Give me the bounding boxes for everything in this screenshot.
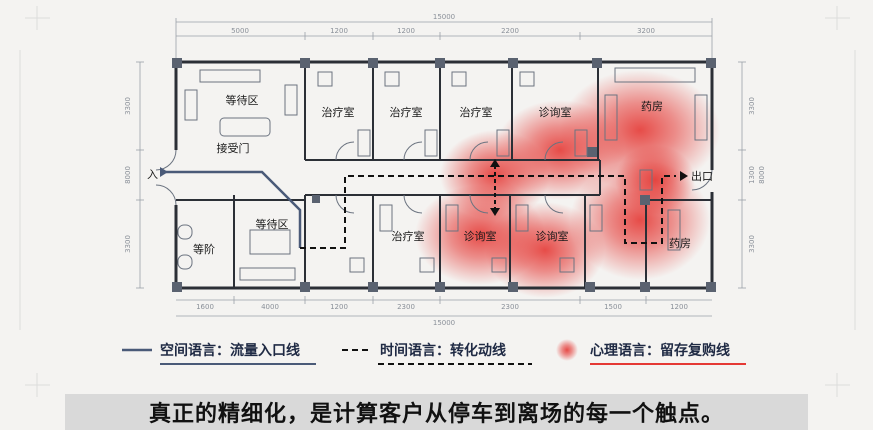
room-treatment-2: 治疗室 <box>390 105 423 119</box>
room-labels: 等待区 接受门 治疗室 治疗室 治疗室 诊询室 药房 等阶 等待区 治疗室 诊询… <box>193 93 691 256</box>
dim-bot-4: 2300 <box>397 303 415 311</box>
dim-right-1: 3300 <box>748 97 756 115</box>
dim-top-5: 3200 <box>637 27 655 35</box>
space-flow-line <box>160 170 302 248</box>
dim-right-3: 1300 <box>748 166 756 184</box>
time-route-line <box>300 175 676 249</box>
dim-bot-total: 15000 <box>433 319 455 327</box>
dim-top-1: 5000 <box>231 27 249 35</box>
arrow-down-icon <box>490 208 500 216</box>
legend-time-label: 时间语言：转化动线 <box>380 343 506 359</box>
dim-top-4: 2200 <box>501 27 519 35</box>
exit-arrow-icon <box>680 171 688 181</box>
dim-left-1: 3300 <box>124 97 132 115</box>
room-reception: 接受门 <box>217 141 250 155</box>
background-grid <box>19 6 856 397</box>
furniture <box>177 67 708 281</box>
dim-left-3: 3300 <box>124 235 132 253</box>
dim-right-2: 8000 <box>758 166 766 184</box>
room-pharmacy-top: 药房 <box>641 100 663 113</box>
dim-bot-3: 1200 <box>330 303 348 311</box>
legend-space: 空间语言：流量入口线 <box>160 336 300 364</box>
legend-psych-label: 心理语言：留存复购线 <box>590 343 730 359</box>
dimension-lines <box>136 18 746 317</box>
room-consult-bottom-1: 诊询室 <box>464 229 497 243</box>
dim-bot-7: 1200 <box>670 303 688 311</box>
heat-exit <box>615 145 695 215</box>
dim-top-2: 1200 <box>330 27 348 35</box>
doors <box>155 141 713 214</box>
room-consult-top: 诊询室 <box>539 105 572 119</box>
entrance-arrow-icon <box>160 167 168 177</box>
dim-bot-5: 2300 <box>501 303 519 311</box>
exit-label: 出口 <box>691 169 713 183</box>
pillars <box>172 58 716 292</box>
arrow-up-icon <box>490 159 500 167</box>
dim-right-4: 3300 <box>748 235 756 253</box>
dim-bot-2: 4000 <box>261 303 279 311</box>
room-restroom: 等阶 <box>193 242 215 256</box>
heat-zones <box>415 70 720 298</box>
dim-left-2: 8000 <box>124 166 132 184</box>
room-treatment-4: 治疗室 <box>392 229 425 243</box>
caption-text: 真正的精细化，是计算客户从停车到离场的每一个触点。 <box>148 402 724 427</box>
legend-time: 时间语言：转化动线 <box>380 336 506 364</box>
room-waiting-bottom: 等待区 <box>256 217 289 231</box>
room-treatment-3: 治疗室 <box>460 105 493 119</box>
legend-psych: 心理语言：留存复购线 <box>590 336 730 364</box>
room-treatment-1: 治疗室 <box>322 105 355 119</box>
caption-banner: 真正的精细化，是计算客户从停车到离场的每一个触点。 <box>65 394 808 430</box>
dim-top-total: 15000 <box>433 13 455 21</box>
dimension-labels: 15000 5000 1200 1200 2200 3200 1600 4000… <box>124 13 766 327</box>
dim-bot-1: 1600 <box>196 303 214 311</box>
dim-top-3: 1200 <box>397 27 415 35</box>
legend-psych-swatch <box>556 339 578 361</box>
room-consult-bottom-2: 诊询室 <box>536 229 569 243</box>
room-pharmacy-bottom: 药房 <box>669 237 691 250</box>
entrance-label: 入 <box>147 168 158 181</box>
room-waiting-top: 等待区 <box>226 93 259 107</box>
legend-space-label: 空间语言：流量入口线 <box>160 343 300 359</box>
dim-bot-6: 1500 <box>604 303 622 311</box>
